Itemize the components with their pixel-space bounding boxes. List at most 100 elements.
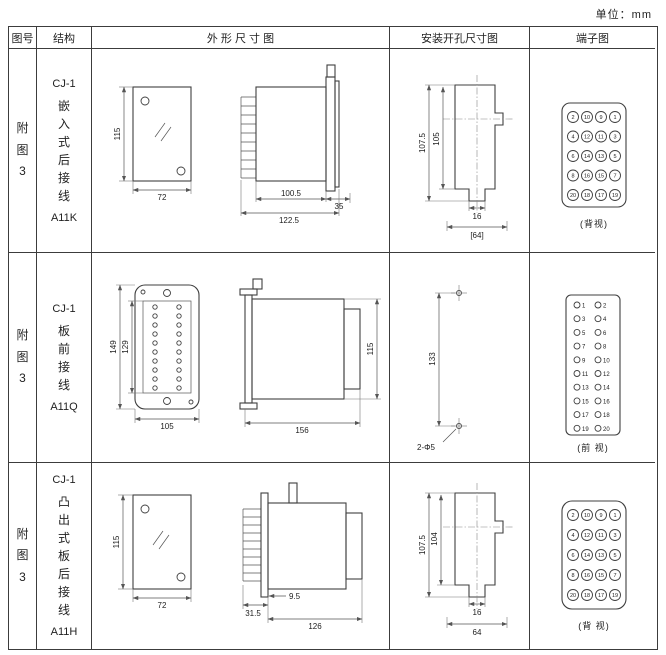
dim-h2: [64] <box>470 231 483 240</box>
terminal-hole <box>595 549 607 561</box>
terminal-hole <box>581 569 593 581</box>
dim-v2: 104 <box>430 532 439 546</box>
terminal-hole <box>594 396 602 404</box>
terminal-number: 17 <box>598 593 604 599</box>
terminal-number: 2 <box>571 513 574 519</box>
dim-length: 156 <box>295 426 309 435</box>
terminal-hole <box>567 569 579 581</box>
fig-no-row3: 附图3 <box>9 463 37 649</box>
model-code: A11H <box>50 626 78 638</box>
terminal-hole <box>594 383 602 391</box>
model-label: CJ-1 <box>52 77 76 90</box>
terminal-hole <box>581 149 593 162</box>
side-view: 156 115 <box>238 277 381 435</box>
front-view: 115 72 <box>113 85 192 202</box>
terminal-number: 18 <box>603 413 610 419</box>
front-view: 115 72 <box>112 494 192 610</box>
terminal-hole <box>609 549 621 561</box>
terminal-hole <box>609 569 621 581</box>
terminal-number: 4 <box>603 317 607 323</box>
terminal-number: 13 <box>598 154 604 160</box>
terminal-number: 4 <box>571 533 574 539</box>
terminal-number: 12 <box>603 372 610 378</box>
terminal-hole <box>595 169 607 181</box>
dim-front-width: 72 <box>157 601 166 610</box>
terminal-hole <box>594 314 602 322</box>
view-label: (背视) <box>580 218 608 229</box>
dim-pins: 31.5 <box>245 609 261 618</box>
model-label: CJ-1 <box>52 302 76 315</box>
terminal-number: 10 <box>584 513 590 519</box>
unit-label: 单位：mm <box>595 9 652 21</box>
dim-h1: 16 <box>472 608 481 617</box>
terminal-number: 12 <box>584 134 590 140</box>
terminal-number: 7 <box>613 573 616 579</box>
dim-front-height: 115 <box>113 127 122 140</box>
terminal-hole <box>581 169 593 181</box>
terminal-number: 8 <box>603 344 607 350</box>
terminal-number: 6 <box>603 330 607 336</box>
structure-desc: 嵌入式后接线 <box>57 98 70 203</box>
terminal-number: 16 <box>603 399 610 405</box>
terminal-number: 6 <box>571 154 574 160</box>
terminal-number: 6 <box>571 553 574 559</box>
terminal-number: 15 <box>582 399 589 405</box>
terminal-hole <box>609 110 621 123</box>
terminal-number: 15 <box>598 573 604 579</box>
terminal-hole <box>594 355 602 363</box>
dim-hole-span: 133 <box>428 351 437 365</box>
terminal-number: 16 <box>584 573 590 579</box>
terminal-number: 2 <box>571 115 574 121</box>
terminal-hole <box>581 130 593 142</box>
terminal-number: 13 <box>598 553 604 559</box>
terminal-hole <box>609 149 621 162</box>
terminal-hole <box>567 149 579 162</box>
outline-drawing-a11q: 149 129 105 156 <box>109 277 381 435</box>
dim-v1: 107.5 <box>418 132 427 153</box>
terminal-hole <box>594 424 602 432</box>
terminal-hole <box>609 509 621 521</box>
terminal-number: 3 <box>613 533 616 539</box>
terminal-hole <box>609 169 621 181</box>
outline-drawing-a11h: 115 72 31.5 9.5 <box>112 482 363 631</box>
terminal-screws <box>151 303 182 391</box>
terminal-hole <box>573 424 581 432</box>
terminal-hole <box>609 188 621 201</box>
view-label: (前 视) <box>577 442 609 453</box>
dim-h2: 64 <box>472 628 481 637</box>
terminal-hole <box>573 314 581 322</box>
structure-row1: CJ-1 嵌入式后接线 A11K <box>37 49 92 253</box>
dim-length: 126 <box>308 622 322 631</box>
dim-inner-height: 129 <box>121 339 130 353</box>
front-view: 149 129 105 <box>109 283 200 431</box>
header-fig-no: 图号 <box>9 27 37 49</box>
terminal-hole <box>573 369 581 377</box>
dim-depth: 100.5 <box>280 189 301 198</box>
hole-spec-label: 2-Φ5 <box>417 443 435 452</box>
terminal-hole <box>573 355 581 363</box>
dim-front-width: 105 <box>160 422 174 431</box>
terminal-number: 15 <box>598 173 604 179</box>
outline-cell-row1: 115 72 100.5 35 <box>92 49 390 253</box>
dim-plate: 9.5 <box>289 592 301 601</box>
header-structure: 结构 <box>37 27 92 49</box>
dim-outer-height: 149 <box>109 339 118 353</box>
terminal-hole <box>581 589 593 601</box>
dim-front-width: 72 <box>157 193 166 202</box>
terminal-number: 8 <box>571 573 574 579</box>
terminal-number: 20 <box>603 426 610 432</box>
terminal-hole <box>609 130 621 142</box>
spec-table: 图号 结构 外 形 尺 寸 图 安装开孔尺寸图 端子图 附图3 CJ-1 嵌入式… <box>8 26 658 650</box>
terminal-number: 20 <box>570 193 576 199</box>
mounting-hole-drawing-a11h: 107.5 104 16 64 <box>418 483 513 637</box>
dim-side-height: 115 <box>366 342 375 355</box>
outline-cell-row2: 149 129 105 156 <box>92 253 390 463</box>
terminal-number: 16 <box>584 173 590 179</box>
terminal-number: 19 <box>612 193 618 199</box>
terminal-hole <box>573 328 581 336</box>
terminal-hole <box>595 188 607 201</box>
terminal-number: 1 <box>613 513 616 519</box>
